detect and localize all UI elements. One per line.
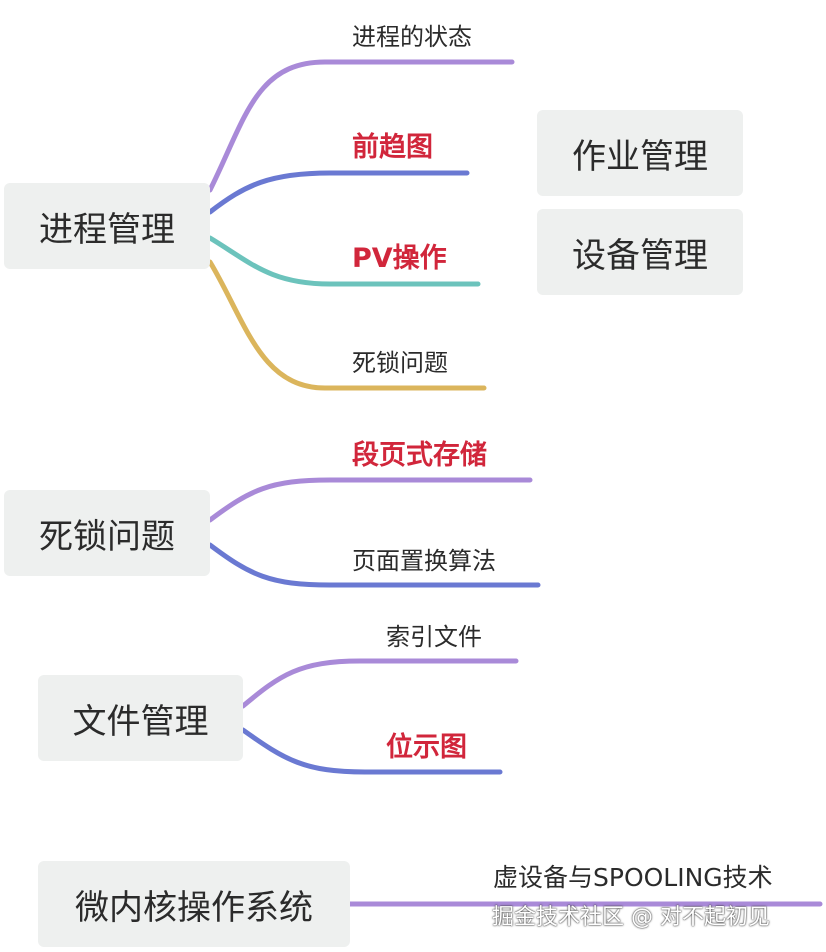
connector-bitmap: [240, 727, 503, 775]
root-node-deadlock: 死锁问题: [4, 490, 210, 576]
root-node-microkernel-os: 微内核操作系统: [38, 861, 350, 947]
connector-page-replacement: [207, 542, 541, 588]
leaf-deadlock: 死锁问题: [352, 349, 448, 377]
leaf-virtual-device-spooling: 虚设备与SPOOLING技术: [493, 863, 773, 892]
node-job-management: 作业管理: [537, 110, 743, 196]
leaf-pv-operation: PV操作: [352, 243, 447, 274]
connector-segment-page: [207, 477, 533, 523]
leaf-process-state: 进程的状态: [352, 23, 472, 51]
connector-precedence-graph: [207, 170, 470, 215]
watermark-text: 掘金技术社区 @ 对不起初见: [492, 905, 770, 930]
connector-index-file: [240, 658, 519, 709]
leaf-precedence-graph: 前趋图: [352, 132, 433, 163]
connector-process-state: [207, 59, 515, 193]
connector-deadlock: [207, 259, 487, 391]
leaf-index-file: 索引文件: [386, 623, 482, 651]
root-node-file-management: 文件管理: [38, 675, 243, 761]
leaf-bitmap: 位示图: [386, 732, 467, 763]
leaf-page-replacement: 页面置换算法: [352, 547, 496, 575]
root-node-process-management: 进程管理: [4, 183, 210, 269]
connector-pv-operation: [207, 235, 481, 287]
leaf-segment-page-storage: 段页式存储: [352, 440, 487, 471]
node-device-management: 设备管理: [537, 209, 743, 295]
